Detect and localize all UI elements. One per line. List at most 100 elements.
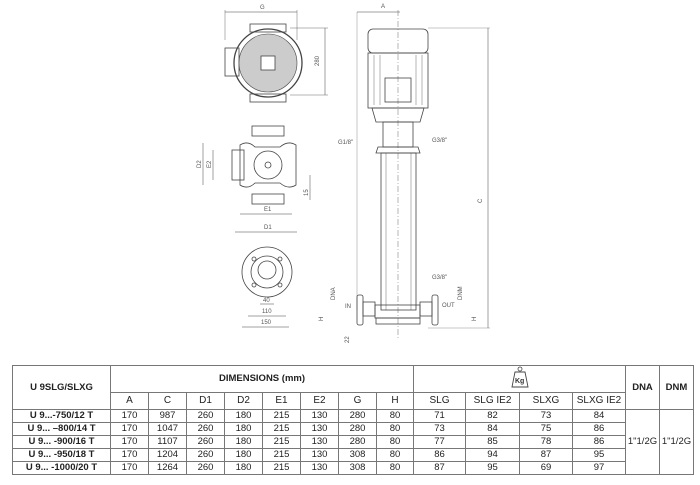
weight-cell: 69 — [519, 461, 573, 475]
dimension-cell: 260 — [186, 409, 225, 423]
weight-cell: 95 — [572, 448, 626, 462]
weight-cell: 71 — [413, 409, 466, 423]
port-label-g38-top: G3/8" — [432, 138, 447, 144]
dimension-cell: 260 — [186, 461, 225, 475]
model-cell: U 9... -900/16 T — [12, 435, 111, 449]
dimension-cell: 260 — [186, 422, 225, 436]
dim-label-e2: E2 — [207, 160, 213, 168]
dimension-cell: 170 — [110, 422, 149, 436]
outlet-label: OUT — [442, 303, 455, 309]
dimension-cell: 1204 — [148, 448, 187, 462]
weight-cell: 73 — [519, 409, 573, 423]
dimension-cell: 280 — [338, 435, 377, 449]
dimension-cell: 130 — [300, 461, 339, 475]
model-cell: U 9... -950/18 T — [12, 448, 111, 462]
dim-label-280: 280 — [315, 55, 321, 66]
weight-column-header: SLXG — [519, 392, 573, 410]
dim-column-header: E2 — [300, 392, 339, 410]
dimension-cell: 180 — [224, 435, 263, 449]
dimension-cell: 130 — [300, 448, 339, 462]
dna-value-cell: 1"1/2G — [625, 409, 660, 475]
dimension-cell: 80 — [376, 422, 414, 436]
weight-icon-label: Kg — [515, 378, 524, 385]
side-view: A C G1/8" G3/8" G3/8" DNA DNM IN OUT H — [319, 4, 490, 343]
dim-column-header: D1 — [186, 392, 225, 410]
top-view: G 280 — [224, 5, 328, 103]
dimension-cell: 215 — [262, 461, 301, 475]
model-cell: U 9... –800/14 T — [12, 422, 111, 436]
weight-cell: 78 — [519, 435, 573, 449]
dim-column-header: D2 — [224, 392, 263, 410]
weight-cell: 82 — [465, 409, 520, 423]
dnm-value-cell: 1"1/2G — [659, 409, 694, 475]
flange-view: 40 110 150 — [241, 246, 293, 328]
weight-cell: 84 — [572, 409, 626, 423]
dimension-cell: 280 — [338, 422, 377, 436]
weight-column-header: SLG — [413, 392, 466, 410]
dimensions-table: U 9SLG/SLXG DIMENSIONS (mm) Kg DNA DNM A… — [12, 365, 694, 475]
weight-icon: Kg — [510, 366, 529, 388]
pump-technical-drawing: G 280 D2 E2 E1 D1 15 — [197, 4, 490, 343]
dim-label-150: 150 — [261, 320, 272, 326]
dna-header: DNA — [625, 365, 660, 410]
dimension-cell: 170 — [110, 435, 149, 449]
weight-cell: 73 — [413, 422, 466, 436]
dim-label-d1: D1 — [264, 225, 272, 231]
model-cell: U 9... -1000/20 T — [12, 461, 111, 475]
dimensions-header: DIMENSIONS (mm) — [110, 365, 414, 393]
dnm-header: DNM — [659, 365, 694, 410]
dimension-cell: 80 — [376, 461, 414, 475]
dim-label-d2: D2 — [197, 160, 203, 168]
dimension-cell: 280 — [338, 409, 377, 423]
dimension-cell: 260 — [186, 435, 225, 449]
dimension-cell: 180 — [224, 461, 263, 475]
dim-column-header: G — [338, 392, 377, 410]
dimension-cell: 130 — [300, 409, 339, 423]
weight-cell: 95 — [465, 461, 520, 475]
weight-cell: 87 — [519, 448, 573, 462]
weight-cell: 97 — [572, 461, 626, 475]
dimension-cell: 1107 — [148, 435, 187, 449]
weight-column-header: SLG IE2 — [465, 392, 520, 410]
weight-cell: 85 — [465, 435, 520, 449]
dim-label-c: C — [478, 198, 484, 203]
dimension-cell: 170 — [110, 448, 149, 462]
dimension-cell: 1264 — [148, 461, 187, 475]
dim-label-h-right: H — [472, 317, 478, 321]
weight-cell: 86 — [413, 448, 466, 462]
port-label-g18: G1/8" — [338, 140, 353, 146]
dimension-cell: 260 — [186, 448, 225, 462]
dimension-cell: 170 — [110, 461, 149, 475]
dim-label-h-left: H — [319, 317, 325, 321]
dim-column-header: H — [376, 392, 414, 410]
dim-label-15: 15 — [304, 189, 310, 196]
dimension-cell: 215 — [262, 448, 301, 462]
dim-label-e1: E1 — [264, 207, 272, 213]
weight-cell: 77 — [413, 435, 466, 449]
weight-cell: 86 — [572, 422, 626, 436]
dim-label-40: 40 — [263, 298, 270, 304]
dimension-cell: 1047 — [148, 422, 187, 436]
dimension-cell: 170 — [110, 409, 149, 423]
dim-label-a: A — [381, 4, 385, 10]
inlet-label: IN — [345, 304, 351, 310]
dimension-cell: 215 — [262, 435, 301, 449]
dimension-cell: 130 — [300, 435, 339, 449]
weight-cell: 87 — [413, 461, 466, 475]
weight-column-header: SLXG IE2 — [572, 392, 626, 410]
dimension-cell: 308 — [338, 461, 377, 475]
weight-cell: 75 — [519, 422, 573, 436]
weight-cell: 86 — [572, 435, 626, 449]
section-view: D2 E2 E1 D1 15 — [197, 125, 311, 233]
model-cell: U 9...-750/12 T — [12, 409, 111, 423]
dimension-cell: 180 — [224, 422, 263, 436]
dim-label-dnm: DNM — [458, 286, 464, 300]
port-label-g38-bottom: G3/8" — [432, 275, 447, 281]
dimension-cell: 308 — [338, 448, 377, 462]
dimension-cell: 130 — [300, 422, 339, 436]
